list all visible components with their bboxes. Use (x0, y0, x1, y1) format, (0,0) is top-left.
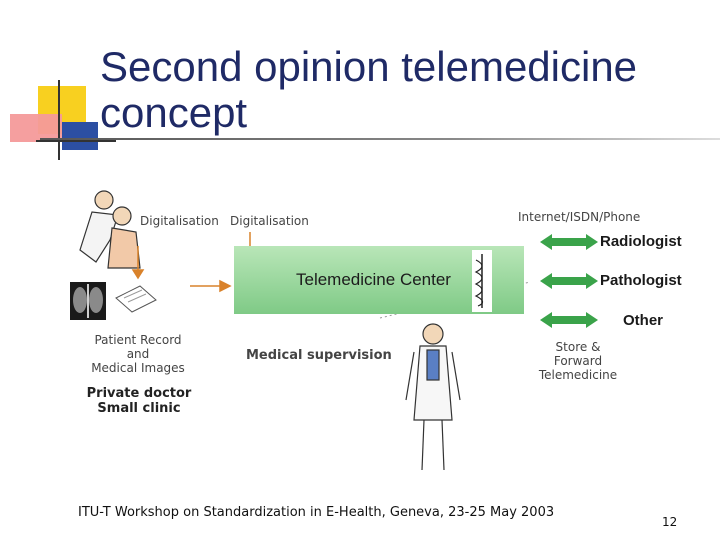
decor-horizontal-line (36, 140, 116, 142)
record-document-icon (115, 285, 157, 313)
network-label: Internet/ISDN/Phone (518, 210, 641, 224)
xray-image (70, 282, 106, 320)
store-forward-line-2: Telemedicine (538, 368, 618, 382)
doctor-patient-illustration (79, 190, 141, 269)
doctor-figure (405, 323, 461, 471)
patient-record-label: Patient Record and Medical Images (86, 333, 190, 375)
title-line-2: concept (100, 89, 248, 136)
patient-record-line-1: Patient Record and (94, 333, 182, 361)
decor-square-blue (62, 122, 98, 150)
green-arrows (540, 234, 598, 328)
decor-vertical-line (58, 80, 60, 160)
title-underline (40, 138, 720, 140)
page-number: 12 (662, 515, 678, 529)
slide-title: Second opinion telemedicine concept (100, 44, 700, 136)
private-doctor-label: Private doctor Small clinic (82, 386, 196, 416)
role-other: Other (623, 312, 664, 329)
digitalisation-left-label: Digitalisation (140, 214, 219, 228)
store-forward-label: Store & Forward Telemedicine (530, 340, 626, 382)
orange-arrows (131, 232, 257, 293)
digitalisation-center-label: Digitalisation (230, 214, 309, 228)
footer-text: ITU-T Workshop on Standardization in E-H… (78, 505, 555, 520)
medical-supervision-label: Medical supervision (246, 348, 392, 363)
private-doctor-line-2: Small clinic (97, 401, 181, 416)
decor-square-pink (10, 114, 62, 142)
caduceus-icon (472, 250, 492, 312)
role-radiologist: Radiologist (600, 233, 682, 250)
role-pathologist: Pathologist (600, 272, 682, 289)
patient-record-line-2: Medical Images (91, 361, 185, 375)
title-line-1: Second opinion telemedicine (100, 43, 638, 90)
telemedicine-center-label: Telemedicine Center (296, 270, 451, 289)
store-forward-line-1: Store & Forward (553, 340, 603, 368)
private-doctor-line-1: Private doctor (86, 386, 192, 401)
